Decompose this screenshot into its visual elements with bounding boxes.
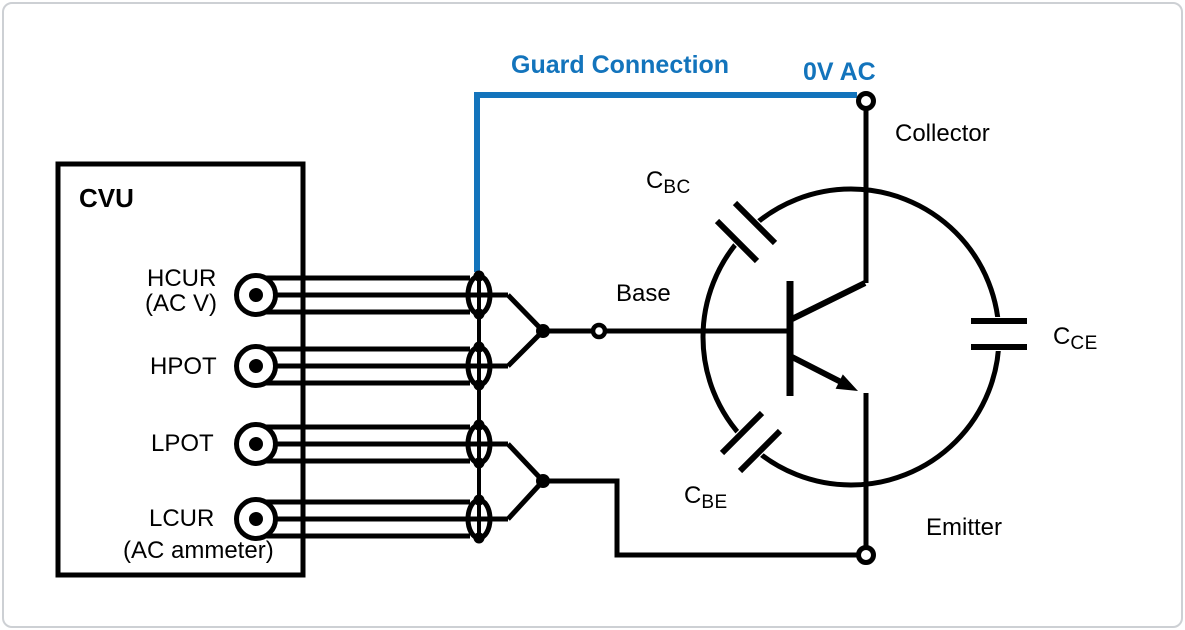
label-collector: Collector bbox=[895, 120, 990, 147]
cap-cce-subscript: CE bbox=[1070, 333, 1098, 354]
cap-cbc-subscript: BC bbox=[663, 177, 691, 198]
label-emitter: Emitter bbox=[926, 514, 1003, 541]
transistor-symbol bbox=[786, 109, 869, 548]
emitter-arrowhead bbox=[835, 374, 858, 391]
base-terminal bbox=[590, 322, 608, 340]
emitter-terminal bbox=[856, 545, 876, 565]
guard-wire bbox=[474, 92, 857, 272]
label-guard-connection: Guard Connection bbox=[511, 51, 730, 79]
capacitor-cbc-plates bbox=[714, 200, 778, 264]
cvu-box bbox=[55, 161, 306, 578]
cap-cce-symbol: C bbox=[1053, 323, 1071, 350]
bnc-connector-hcur bbox=[234, 273, 278, 317]
label-lcur: LCUR bbox=[149, 505, 215, 532]
label-lcur-sub: (AC ammeter) bbox=[123, 537, 274, 564]
label-lpot: LPOT bbox=[151, 430, 214, 457]
label-cap-cbe: CBE bbox=[684, 482, 728, 513]
low-side-merge-wire bbox=[506, 442, 858, 558]
cvu-box-title: CVU bbox=[79, 183, 134, 213]
label-hcur: HCUR bbox=[147, 265, 217, 292]
label-hpot: HPOT bbox=[150, 353, 217, 380]
bnc-connector-lcur bbox=[234, 497, 278, 541]
label-cap-cbc: CBC bbox=[646, 167, 691, 198]
cap-cbe-symbol: C bbox=[684, 482, 702, 509]
high-side-merge-wire bbox=[506, 293, 787, 368]
label-0v-ac: 0V AC bbox=[803, 58, 876, 86]
shield-junction-dots bbox=[473, 270, 485, 544]
bnc-connector-hpot bbox=[234, 344, 278, 388]
capacitor-cce-plates bbox=[971, 318, 1027, 350]
transistor-circle bbox=[700, 186, 1034, 488]
label-base: Base bbox=[616, 280, 671, 307]
zero-v-ac-terminal bbox=[856, 91, 876, 111]
cap-cbe-subscript: BE bbox=[701, 492, 728, 513]
capacitor-cbe-plates bbox=[719, 410, 783, 474]
label-hcur-sub: (AC V) bbox=[145, 290, 217, 317]
label-cap-cce: CCE bbox=[1053, 323, 1098, 354]
cap-cbc-symbol: C bbox=[646, 167, 664, 194]
bnc-connector-lpot bbox=[234, 422, 278, 466]
